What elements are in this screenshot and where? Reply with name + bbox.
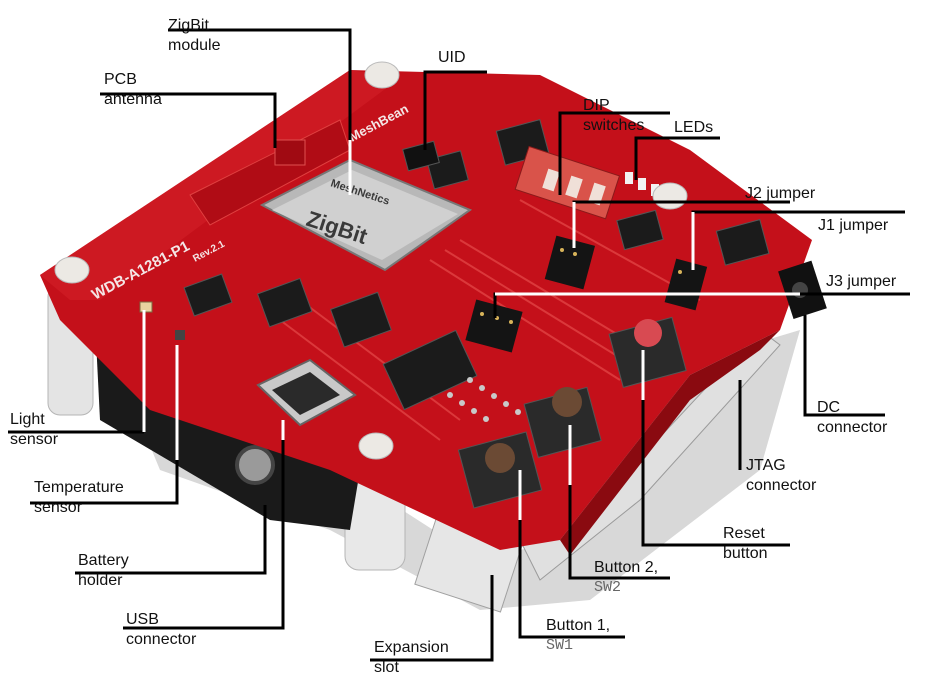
label-j2-line1: J2 jumper: [745, 185, 816, 202]
label-battery-line1: Battery: [78, 552, 129, 569]
label-j2-jumper: J2 jumper: [745, 184, 815, 204]
leader-lines: [8, 28, 910, 662]
label-light-line2: sensor: [10, 431, 59, 448]
label-button2-line2: SW2: [594, 579, 622, 596]
leader-button1: [518, 520, 625, 639]
label-uid: UID: [438, 48, 466, 68]
label-light-sensor: Light sensor: [10, 410, 58, 450]
label-dc-connector: DC connector: [817, 398, 887, 438]
label-temperature-line2: sensor: [34, 499, 83, 516]
label-dip-line2: switches: [583, 117, 645, 134]
button-2-cap: [552, 387, 582, 417]
label-reset-line1: Reset: [723, 525, 765, 542]
leader-reset: [641, 400, 790, 547]
label-uid-line1: UID: [438, 49, 466, 66]
label-leds: LEDs: [674, 118, 713, 138]
button-1-cap: [485, 443, 515, 473]
label-reset-line2: button: [723, 545, 768, 562]
label-expansion-slot: Expansion slot: [374, 638, 449, 678]
label-jtag-line2: connector: [746, 477, 817, 494]
label-j1-jumper: J1 jumper: [818, 216, 888, 236]
battery-holder-hole: [235, 445, 275, 485]
label-button1-line2: SW1: [546, 637, 574, 654]
label-dc-line2: connector: [817, 419, 888, 436]
leader-dc: [803, 315, 885, 417]
label-light-line1: Light: [10, 411, 45, 428]
uid-chip: [402, 140, 440, 172]
label-expansion-line2: slot: [374, 659, 399, 676]
temperature-sensor-part: [175, 330, 185, 340]
label-temperature-sensor: Temperature sensor: [34, 478, 124, 518]
usb-connector-part: [256, 358, 357, 427]
leader-usb: [123, 420, 285, 630]
label-usb-line2: connector: [126, 631, 197, 648]
leader-pcb-antenna: [100, 92, 277, 148]
label-pcb-antenna: PCB antenna: [104, 70, 162, 110]
j2-jumper-part: [544, 235, 596, 290]
label-temperature-line1: Temperature: [34, 479, 124, 496]
leader-dip: [558, 111, 670, 195]
leader-button2: [568, 485, 670, 580]
label-j3-line1: J3 jumper: [826, 273, 897, 290]
leader-expansion: [370, 575, 494, 662]
label-battery-line2: holder: [78, 572, 123, 589]
label-reset-button: Reset button: [723, 524, 767, 564]
pin-dots: [447, 377, 521, 422]
label-j3-jumper: J3 jumper: [826, 272, 896, 292]
label-usb-line1: USB: [126, 611, 159, 628]
label-dip-line1: DIP: [583, 97, 610, 114]
label-button-2: Button 2, SW2: [594, 558, 658, 598]
leader-battery: [75, 505, 267, 575]
jumpers: [465, 235, 708, 353]
label-zigbit-line2: module: [168, 37, 221, 54]
light-sensor-part: [139, 301, 153, 313]
label-button-1: Button 1, SW1: [546, 616, 610, 656]
label-button2-line1: Button 2,: [594, 559, 659, 576]
leader-leds: [634, 136, 720, 180]
j1-jumper-part: [664, 258, 708, 311]
label-dip-switches: DIP switches: [583, 96, 644, 136]
label-jtag-line1: JTAG: [746, 457, 786, 474]
label-jtag-connector: JTAG connector: [746, 456, 816, 496]
integrated-circuits: [183, 119, 770, 411]
label-expansion-line1: Expansion: [374, 639, 449, 656]
label-button1-line1: Button 1,: [546, 617, 611, 634]
label-zigbit-line1: ZigBit: [168, 17, 209, 34]
label-battery-holder: Battery holder: [78, 551, 129, 591]
zigbit-module: ZigBit MeshNetics: [259, 158, 473, 272]
label-dc-line1: DC: [817, 399, 841, 416]
label-pcb-antenna-line1: PCB: [104, 71, 137, 88]
label-usb-connector: USB connector: [126, 610, 196, 650]
reset-button-cap: [634, 319, 662, 347]
label-j1-line1: J1 jumper: [818, 217, 889, 234]
label-zigbit-module: ZigBit module: [168, 16, 220, 56]
label-pcb-antenna-line2: antenna: [104, 91, 162, 108]
label-leds-line1: LEDs: [674, 119, 714, 136]
j3-jumper-part: [465, 299, 523, 353]
leader-uid: [423, 70, 487, 150]
